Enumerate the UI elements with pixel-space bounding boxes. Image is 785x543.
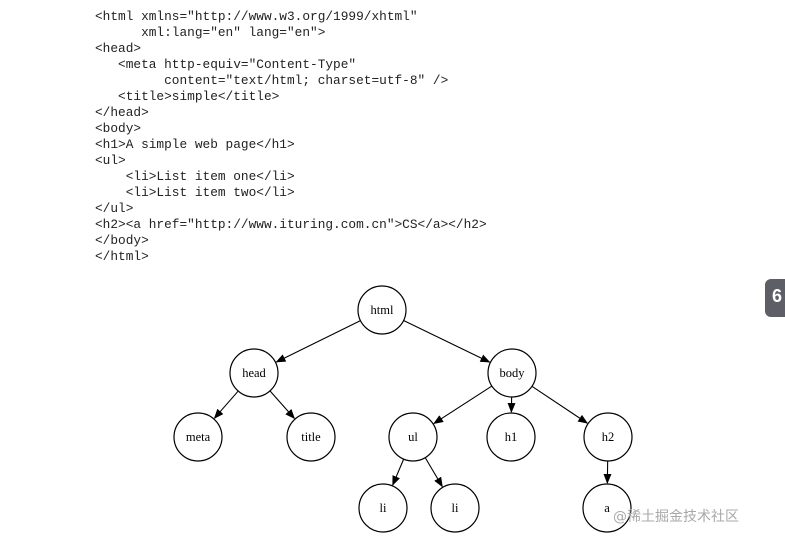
- edge-head-to-title: [269, 390, 296, 420]
- node-circle: [173, 412, 223, 462]
- node-label: head: [242, 366, 266, 380]
- edge-ul-to-li2: [424, 457, 443, 488]
- tree-node-html: html: [357, 285, 407, 335]
- tree-node-li1: li: [358, 483, 408, 533]
- code-line: </html>: [95, 249, 149, 264]
- code-line: <h2><a href="http://www.ituring.com.cn">…: [95, 217, 487, 232]
- tree-node-meta: meta: [173, 412, 223, 462]
- tree-node-body: body: [487, 348, 537, 398]
- code-line: <title>simple</title>: [95, 89, 280, 104]
- node-label: title: [301, 430, 321, 444]
- code-line: <h1>A simple web page</h1>: [95, 137, 295, 152]
- tree-nodes: html head body meta title ul h1 h2 li li a: [173, 285, 633, 533]
- node-label: ul: [408, 430, 418, 444]
- node-circle: [430, 483, 480, 533]
- node-circle: [582, 483, 632, 533]
- code-line: content="text/html; charset=utf-8" />: [95, 73, 449, 88]
- edge-html-to-head: [275, 320, 361, 363]
- code-line: <li>List item one</li>: [95, 169, 295, 184]
- tree-node-title: title: [286, 412, 336, 462]
- code-line: </ul>: [95, 201, 134, 216]
- node-circle: [229, 348, 279, 398]
- node-circle: [583, 412, 633, 462]
- code-line: <ul>: [95, 153, 126, 168]
- tree-node-li2: li: [430, 483, 480, 533]
- code-line: <html xmlns="http://www.w3.org/1999/xhtm…: [95, 9, 418, 24]
- node-circle: [487, 348, 537, 398]
- tree-node-h1: h1: [486, 412, 536, 462]
- code-line: <meta http-equiv="Content-Type": [95, 57, 357, 72]
- node-label: html: [371, 303, 394, 317]
- node-label: h2: [602, 430, 615, 444]
- code-line: <li>List item two</li>: [95, 185, 295, 200]
- node-circle: [388, 412, 438, 462]
- tree-node-a: a: [582, 483, 632, 533]
- html-source-code: <html xmlns="http://www.w3.org/1999/xhtm…: [95, 9, 487, 265]
- tree-node-h2: h2: [583, 412, 633, 462]
- side-tab[interactable]: 6: [765, 279, 785, 317]
- node-label: body: [500, 366, 526, 380]
- node-circle: [486, 412, 536, 462]
- node-label: li: [380, 501, 387, 515]
- node-label: li: [452, 501, 459, 515]
- edge-body-to-h2: [531, 385, 589, 424]
- node-label: a: [604, 501, 610, 515]
- edge-body-to-ul: [433, 385, 493, 424]
- node-label: meta: [186, 430, 211, 444]
- node-circle: [357, 285, 407, 335]
- edge-ul-to-li1: [392, 458, 405, 486]
- code-line: <body>: [95, 121, 142, 136]
- edge-html-to-body: [403, 319, 491, 363]
- code-line: </head>: [95, 105, 149, 120]
- node-circle: [286, 412, 336, 462]
- code-line: </body>: [95, 233, 149, 248]
- tree-node-head: head: [229, 348, 279, 398]
- code-line: xml:lang="en" lang="en">: [95, 25, 326, 40]
- code-line: <head>: [95, 41, 142, 56]
- edge-head-to-meta: [213, 390, 239, 419]
- tree-edges: [213, 319, 612, 488]
- node-label: h1: [505, 430, 518, 444]
- watermark: @稀土掘金技术社区: [613, 509, 739, 525]
- node-circle: [358, 483, 408, 533]
- tree-node-ul: ul: [388, 412, 438, 462]
